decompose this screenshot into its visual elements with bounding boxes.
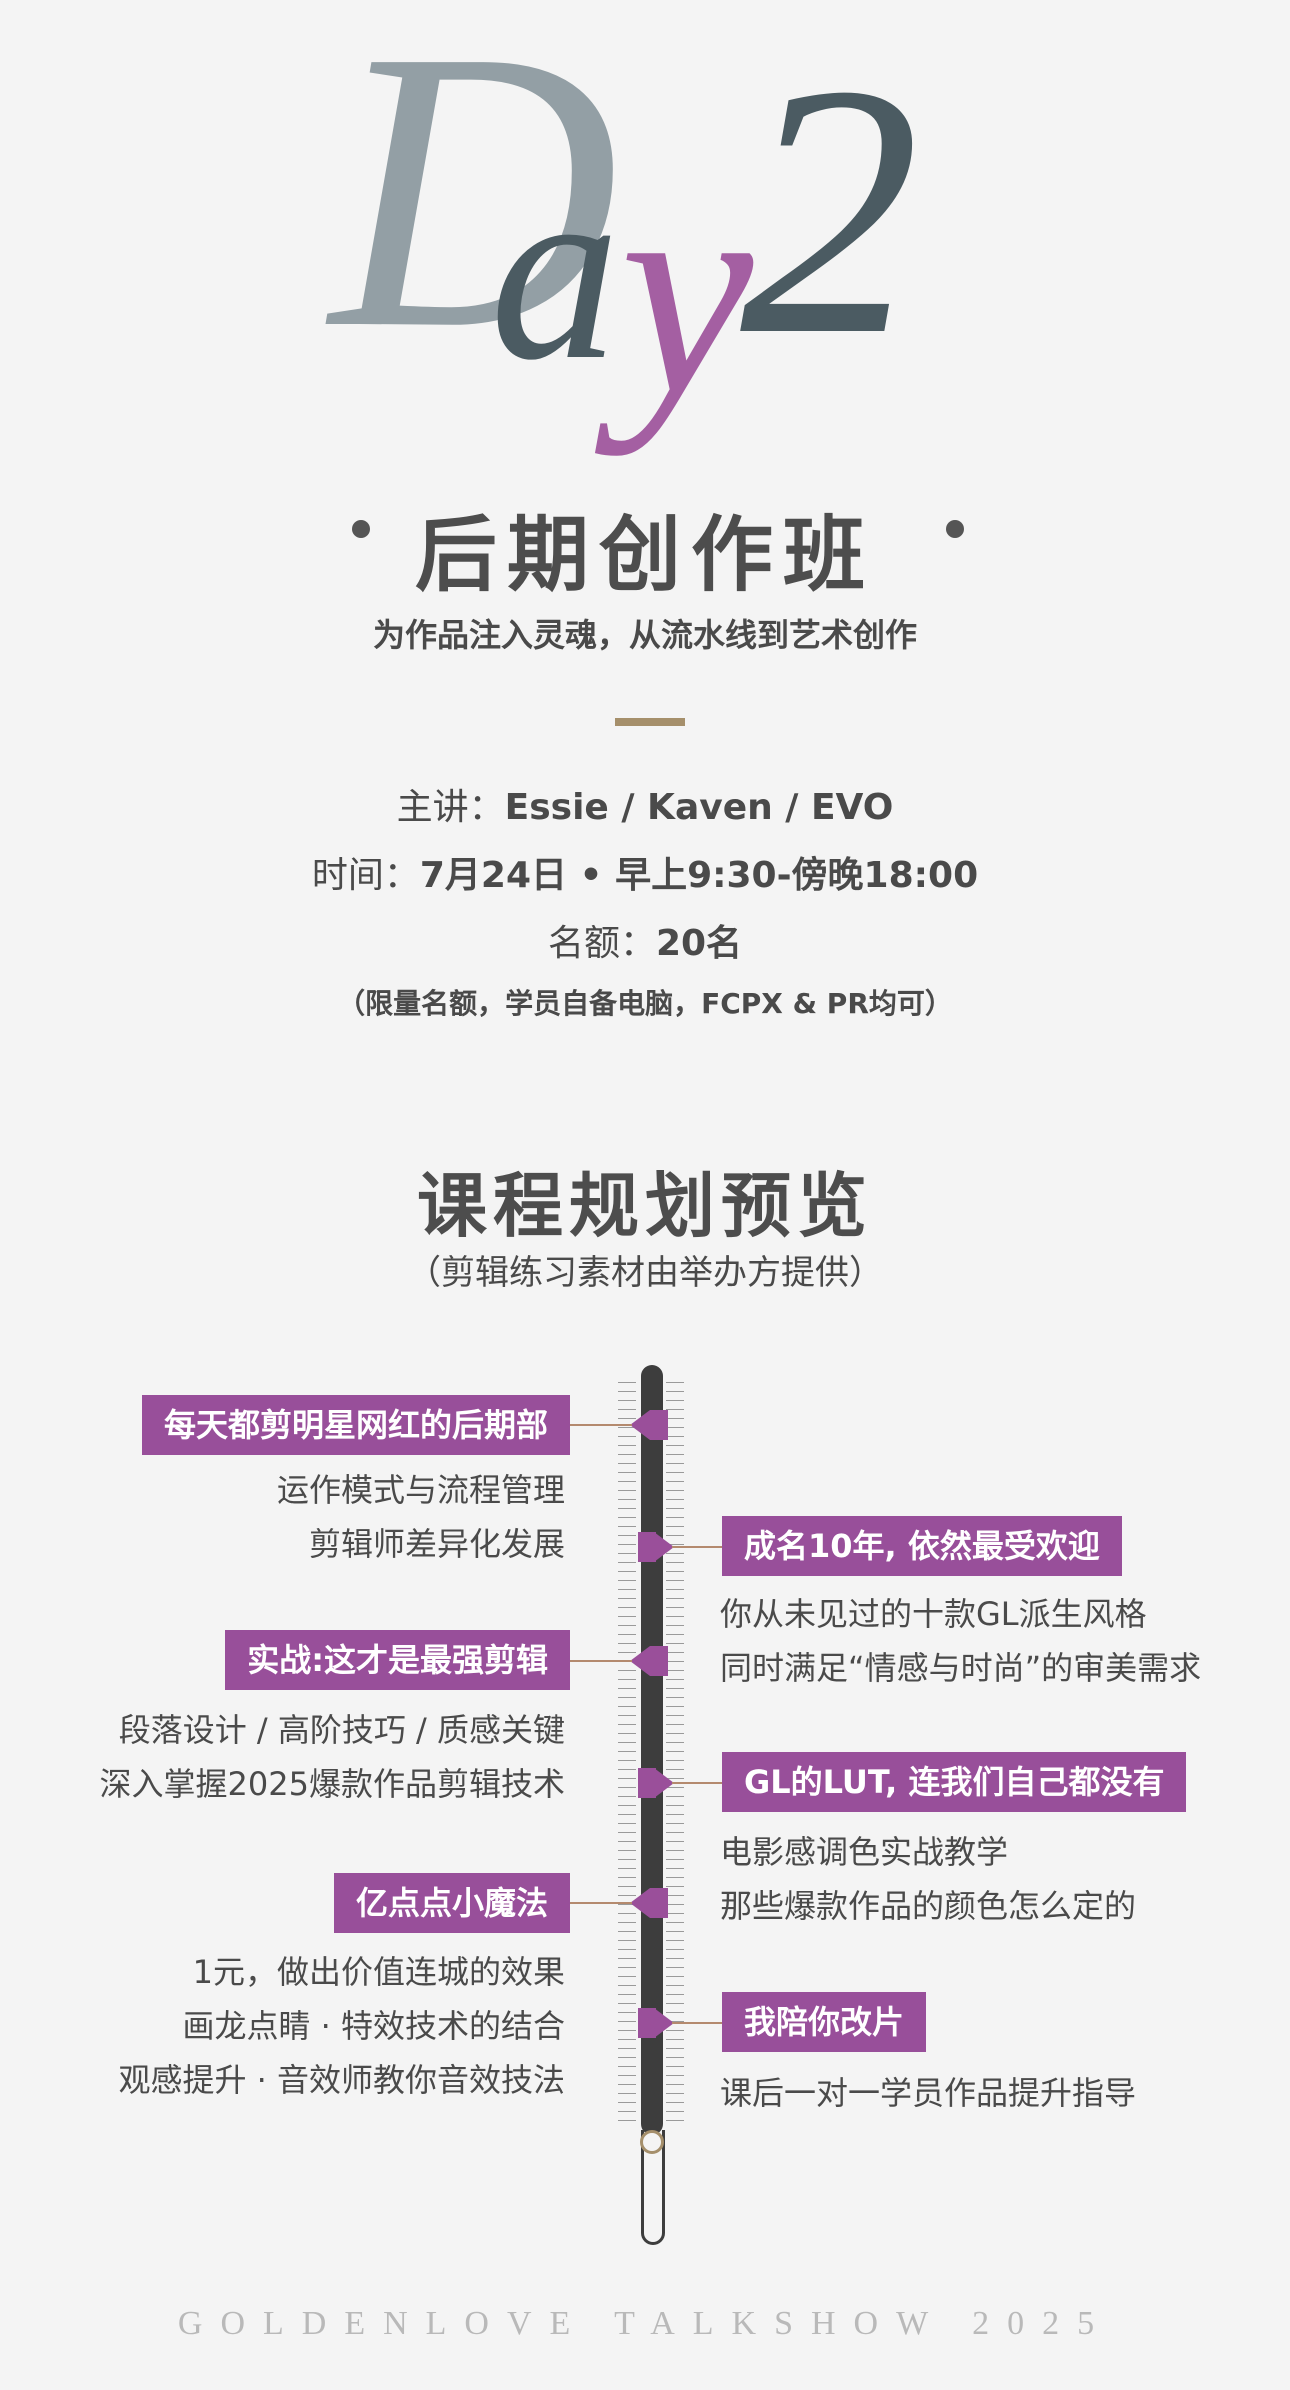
timeline-marker-body [650,1888,668,1918]
timeline-marker [654,1532,674,1562]
desc-line: 画龙点睛 · 特效技术的结合 [182,2007,565,2045]
timeline-connector [570,1660,632,1662]
timeline-marker [654,1768,674,1798]
course-tag-left-3: 亿点点小魔法 [333,1873,570,1933]
timeline-marker [630,1646,650,1676]
note-text: （限量名额，学员自备电脑，FCPX & PR均可） [337,987,953,1020]
title-letter-d: D [330,0,619,411]
time-value: 7月24日 • 早上9:30-傍晚18:00 [419,855,979,896]
timeline-marker [630,1410,650,1440]
course-tag-left-1: 每天都剪明星网红的后期部 [141,1395,570,1455]
speaker-value: Essie / Kaven / EVO [504,787,894,828]
title-dot-right [946,520,964,538]
timeline-marker-body [650,1410,668,1440]
course-desc-right-1: 你从未见过的十款GL派生风格 同时满足“情感与时尚”的审美需求 [720,1587,1201,1695]
page-title: 后期创作班 [414,507,875,603]
course-desc-right-2: 电影感调色实战教学 那些爆款作品的颜色怎么定的 [720,1825,1136,1933]
desc-line: 段落设计 / 高阶技巧 / 质感关键 [118,1711,565,1749]
title-letter-a: a [490,126,620,414]
course-tag-right-1: 成名10年, 依然最受欢迎 [722,1516,1122,1576]
speaker-line: 主讲：Essie / Kaven / EVO [0,778,1290,830]
timeline-knob [640,2130,664,2154]
section-subtitle: （剪辑练习素材由举办方提供） [407,1253,883,1293]
timeline-marker [654,2008,674,2038]
title-dot-left [352,520,370,538]
quota-line: 名额：20名 [0,914,1290,966]
time-line: 时间：7月24日 • 早上9:30-傍晚18:00 [0,846,1290,898]
course-tag-left-2: 实战:这才是最强剪辑 [225,1630,570,1690]
course-desc-left-1: 运作模式与流程管理 剪辑师差异化发展 [277,1463,565,1571]
timeline-connector [672,1782,724,1784]
desc-line: 你从未见过的十款GL派生风格 [720,1595,1147,1633]
ruler-ticks-right [666,1382,684,2122]
desc-line: 那些爆款作品的颜色怎么定的 [720,1887,1137,1925]
ruler-ticks-left [618,1382,636,2122]
course-tag-right-3: 我陪你改片 [722,1992,927,2052]
timeline-marker-body [650,1646,668,1676]
quota-label: 名额： [547,923,656,964]
desc-line: 剪辑师差异化发展 [308,1525,565,1563]
desc-line: 电影感调色实战教学 [720,1833,1009,1871]
section-title: 课程规划预览 [417,1164,873,1247]
time-label: 时间： [311,855,420,896]
course-desc-right-3: 课后一对一学员作品提升指导 [720,2066,1136,2120]
timeline-marker-body [638,1768,656,1798]
quota-value: 20名 [655,923,743,964]
page-subtitle: 为作品注入灵魂，从流水线到艺术创作 [372,616,917,654]
desc-line: 运作模式与流程管理 [276,1471,565,1509]
course-tag-right-2: GL的LUT, 连我们自己都没有 [722,1752,1187,1812]
desc-line: 1元，做出价值连城的效果 [192,1953,565,1991]
divider-bar [615,718,685,726]
desc-line: 课后一对一学员作品提升指导 [720,2074,1137,2112]
timeline-connector [570,1902,632,1904]
timeline-connector [672,2022,724,2024]
speaker-label: 主讲： [396,787,505,828]
timeline-connector [672,1546,724,1548]
timeline-marker-body [638,1532,656,1562]
timeline-marker [630,1888,650,1918]
desc-line: 同时满足“情感与时尚”的审美需求 [720,1649,1202,1687]
footer-brand: GOLDENLOVE TALKSHOW 2025 [177,2305,1113,2342]
timeline-connector [570,1424,632,1426]
desc-line: 观感提升 · 音效师教你音效技法 [118,2061,565,2099]
title-number: 2 [740,10,920,409]
course-desc-left-3: 1元，做出价值连城的效果 画龙点睛 · 特效技术的结合 观感提升 · 音效师教你… [118,1945,565,2107]
title-letter-y: y [620,124,754,456]
timeline-marker-body [638,2008,656,2038]
course-desc-left-2: 段落设计 / 高阶技巧 / 质感关键 深入掌握2025爆款作品剪辑技术 [100,1703,565,1811]
desc-line: 深入掌握2025爆款作品剪辑技术 [99,1765,565,1803]
